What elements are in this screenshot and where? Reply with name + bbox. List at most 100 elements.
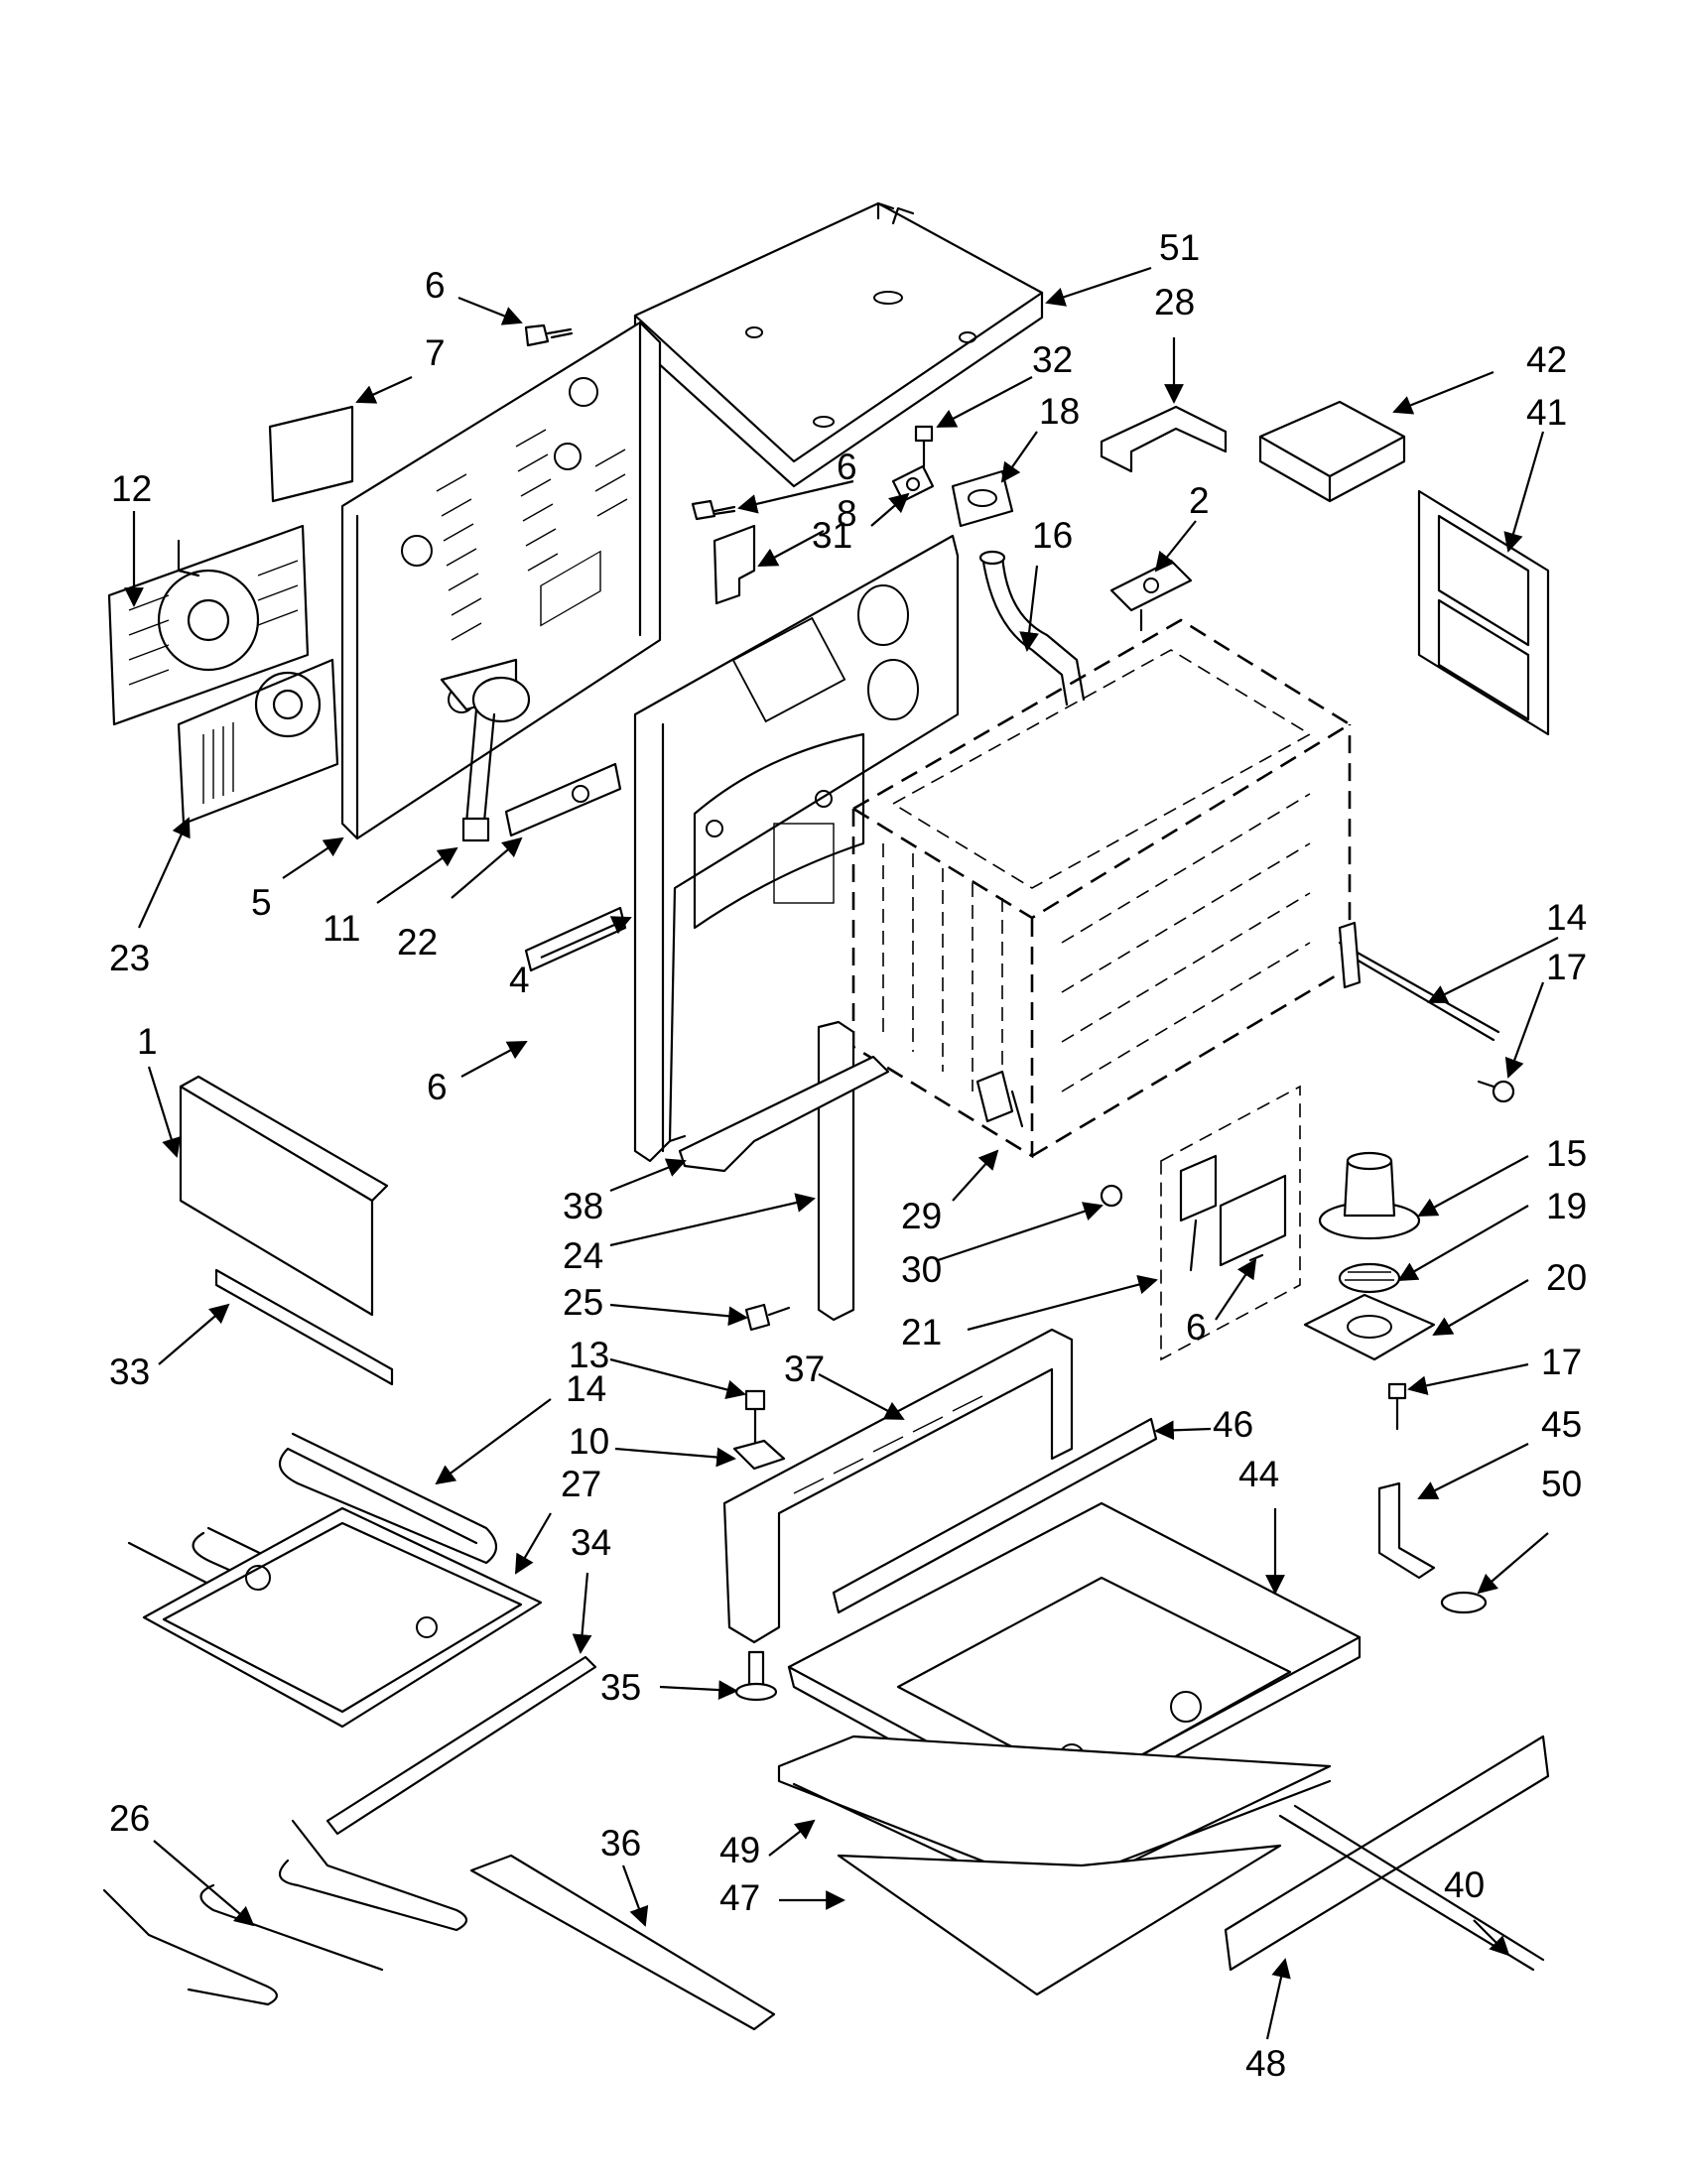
callout-34: 33 [109,1351,150,1392]
part-47-drawer-bottom [837,1844,1282,1996]
callout-11: 11 [323,908,360,949]
part-12-convection-fan [107,524,310,726]
callout-41: 41 [1526,392,1567,433]
part-31-screw [1100,1184,1123,1208]
callout-27: 26 [109,1798,150,1839]
callout-7-low: 6 [1186,1307,1207,1348]
callout-38: 37 [784,1349,825,1389]
callout-4: 4 [509,960,530,1000]
part-36-leveling-leg [734,1650,778,1702]
leader-31 [937,1202,1104,1262]
leader-37 [621,1864,649,1927]
callout-6b: 6 [427,1067,448,1107]
leader-49 [768,1819,816,1857]
part-30-clip [975,1070,1024,1128]
leader-46 [1154,1420,1212,1441]
callout-28: 27 [561,1464,601,1504]
callout-23: 22 [397,922,438,963]
callout-45: 45 [1541,1404,1582,1445]
leader-32 [870,492,910,527]
leader-14 [435,1398,552,1485]
part-9-cover-plate [268,405,354,503]
leader-42 [1392,370,1494,415]
callout-31: 30 [901,1249,942,1290]
part-37-rail [469,1854,776,2031]
callout-14b: 14 [566,1368,606,1409]
part-29-bracket [1100,405,1228,473]
callout-5: 5 [251,882,272,923]
callout-15: 14 [1546,897,1587,938]
part-51-top-cover [633,201,1044,488]
leader-lines [124,266,1559,2040]
leader-40 [1473,1919,1510,1957]
leader-8 [757,530,825,567]
leader-18a [1504,981,1545,1079]
part-22-sensor-group [1160,1085,1301,1361]
callout-25: 24 [563,1235,603,1276]
leader-13 [609,1357,746,1400]
leader-10 [614,1447,736,1468]
callout-24: 23 [109,938,150,978]
leader-45 [1417,1443,1529,1499]
part-48-kick-panel [1224,1734,1550,1972]
callout-10: 10 [569,1421,609,1462]
callout-35: 34 [571,1522,611,1563]
part-42-box [1258,400,1406,503]
leader-51 [1045,266,1152,307]
leader-39 [609,1158,687,1193]
part-7-screw-top [524,323,574,347]
part-41-side-insulation [1417,489,1550,736]
callout-33: 32 [1032,339,1073,380]
part-2-switch [1109,559,1193,632]
leader-24 [137,817,191,929]
leader-18b [1407,1362,1529,1396]
part-50-sensor [1440,1591,1488,1614]
callout-49: 49 [719,1830,760,1870]
part-28-bottom-tray [142,1506,543,1729]
leader-22 [967,1274,1158,1332]
leader-20 [1397,1205,1529,1281]
part-26-bolt [744,1303,791,1332]
callout-42: 42 [1526,339,1567,380]
leader-27 [153,1840,255,1927]
callout-21: 20 [1546,1257,1587,1298]
part-25-channel [817,1020,855,1322]
leader-16 [1417,1155,1529,1217]
callout-20: 19 [1546,1186,1587,1226]
part-45-bracket [1377,1481,1436,1580]
callout-44: 44 [1238,1454,1279,1494]
leader-21 [1432,1279,1529,1336]
part-18-screw-upper [1477,1080,1515,1103]
part-7-screw-mid [691,499,736,521]
part-4-front-frame [633,534,960,1163]
callout-13: 13 [569,1335,609,1375]
part-35-rail [325,1655,597,1836]
callout-19: 18 [1039,391,1080,432]
leader-5 [282,836,344,879]
part-33-screw [914,425,934,468]
callout-29: 28 [1154,282,1195,322]
leader-1 [147,1066,182,1158]
callout-37: 36 [600,1823,641,1863]
callout-7-mid: 6 [837,447,857,487]
callout-46: 46 [1213,1404,1253,1445]
callout-40: 40 [1444,1864,1485,1905]
part-6-trim [524,906,627,972]
callout-18-lower: 17 [1541,1342,1582,1382]
leader-50 [1477,1532,1549,1595]
part-19-gasket [951,469,1014,528]
leader-48 [1265,1958,1291,2040]
part-27-broil-element [102,1819,468,2006]
part-21-gasket-plate [1303,1293,1436,1361]
callout-16: 15 [1546,1133,1587,1174]
part-32-clip [891,464,935,503]
callout-47: 47 [719,1877,760,1918]
part-18-screw-lower [1387,1382,1407,1431]
part-16-flue [1318,1151,1421,1240]
part-20-filter [1338,1262,1401,1294]
part-13-bolt [744,1389,766,1451]
leader-28 [515,1512,552,1575]
leader-9 [355,375,413,404]
part-17-vent-tube [978,550,1086,707]
